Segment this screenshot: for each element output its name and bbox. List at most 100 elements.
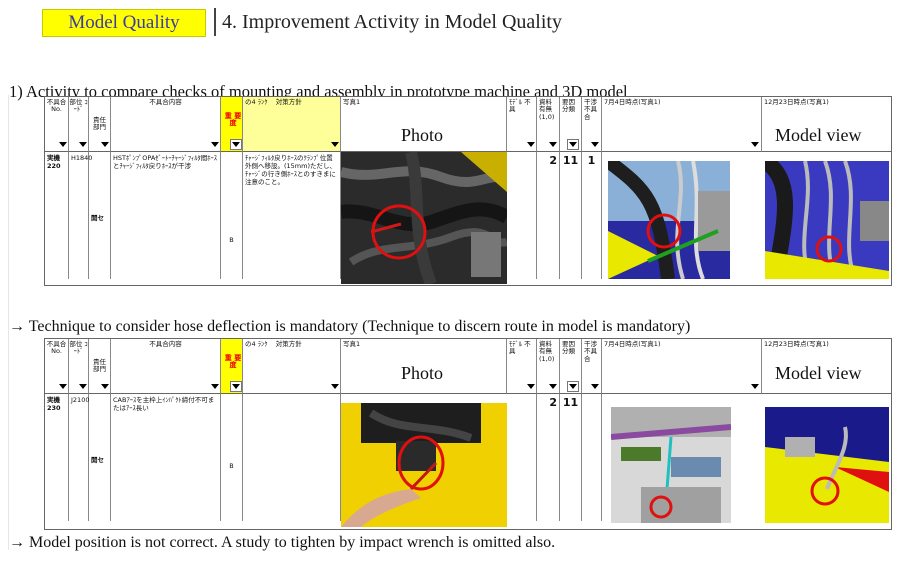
row-rank: B: [221, 152, 243, 279]
col-defect-desc: 不具合内容: [111, 97, 221, 152]
col-model-defect: ﾓﾃﾞﾙ 不具: [507, 97, 537, 152]
row-material-value: 2: [549, 396, 557, 409]
photo-label: Photo: [401, 125, 444, 145]
row-defect-no: 実機230: [45, 394, 69, 521]
row-dept-value: 開セ: [91, 214, 104, 222]
filter-dropdown[interactable]: [591, 142, 599, 147]
row-defect-no: 実機220: [45, 152, 69, 279]
filter-dropdown[interactable]: [567, 381, 579, 392]
row-material: 2: [537, 394, 560, 521]
col-defect-no: 不具合 No.: [45, 97, 69, 152]
row-trouble: 1: [582, 152, 602, 279]
row-rank: B: [221, 394, 243, 521]
col-rank: 重 要 度: [221, 97, 243, 152]
col-countermeasure: の4 ﾗﾝｸ 対策方針: [243, 339, 341, 394]
row-material-value: 2: [549, 154, 557, 167]
row-model-defect: [507, 152, 537, 279]
filter-dropdown[interactable]: [549, 142, 557, 147]
col-resp-dept: 責任 部門: [89, 339, 111, 394]
col-countermeasure: の4 ﾗﾝｸ 対策方針: [243, 97, 341, 152]
col-resp-dept: 責任 部門: [89, 97, 111, 152]
col-cause: 要因 分類: [560, 97, 582, 152]
filter-dropdown[interactable]: [101, 142, 109, 147]
col-rank-header: の4 ﾗﾝｸ: [245, 340, 268, 348]
model-view-label: Model view: [775, 125, 862, 145]
row-countermeasure: ﾁｬｰｼﾞﾌｨﾙﾀ戻りﾎｰｽのｸﾗﾝﾌﾟ位置外側へ移設。(15mm)ただし、ﾁｬ…: [243, 152, 341, 279]
col-material: 資料 有無 (1,0): [537, 339, 560, 394]
row-countermeasure: [243, 394, 341, 521]
col-photo: 写真1: [341, 339, 507, 394]
filter-dropdown[interactable]: [230, 139, 242, 150]
filter-dropdown[interactable]: [59, 142, 67, 147]
col-trouble: 干渉 不具 合: [582, 97, 602, 152]
col-rank-mark: 重 要 度: [224, 354, 242, 370]
filter-dropdown[interactable]: [101, 384, 109, 389]
row-rank-value: B: [229, 236, 234, 244]
col-rank: 重 要 度: [221, 339, 243, 394]
model-image-dec: [765, 407, 889, 523]
col-defect-desc: 不具合内容: [111, 339, 221, 394]
row-cause-value: 11: [562, 396, 579, 409]
filter-dropdown[interactable]: [549, 384, 557, 389]
row-part-code: H1840: [69, 152, 92, 279]
row-cause: 11: [560, 394, 582, 521]
col-defect-no: 不具合 No.: [45, 339, 69, 394]
category-badge: Model Quality: [42, 9, 206, 37]
col-photo: 写真1: [341, 97, 507, 152]
col-resp-dept-label: 責任 部門: [93, 358, 106, 374]
margin-line: [8, 95, 9, 550]
model-image-jul: [608, 161, 730, 279]
defect-sheet-1: 不具合 No. 部位 ｺｰﾄﾞ 責任 部門 不具合内容 重 要 度 の4 ﾗﾝｸ…: [44, 96, 892, 286]
filter-dropdown[interactable]: [230, 381, 242, 392]
model-image-jul: [611, 407, 731, 523]
col-dec-photo: 12月23日時点(写真1): [762, 339, 891, 394]
filter-dropdown[interactable]: [211, 384, 219, 389]
prototype-photo: [341, 152, 507, 284]
filter-dropdown[interactable]: [79, 142, 87, 147]
row-dept-value: 開セ: [91, 456, 104, 464]
note-hose-deflection: → Technique to consider hose deflection …: [9, 318, 691, 335]
note-model-position: → Model position is not correct. A study…: [9, 534, 556, 551]
row-model-defect: [507, 394, 537, 521]
filter-dropdown[interactable]: [527, 384, 535, 389]
photo-label: Photo: [401, 363, 444, 383]
filter-dropdown[interactable]: [331, 142, 339, 147]
slide-title: 4. Improvement Activity in Model Quality: [214, 8, 562, 36]
col-part-code: 部位 ｺｰﾄﾞ: [69, 97, 89, 152]
row-trouble-value: 1: [587, 154, 596, 167]
category-badge-label: Model Quality: [68, 12, 180, 33]
filter-dropdown[interactable]: [211, 142, 219, 147]
col-rank-mark: 重 要 度: [224, 112, 242, 128]
filter-dropdown[interactable]: [751, 142, 759, 147]
col-dec-photo: 12月23日時点(写真1): [762, 97, 891, 152]
filter-dropdown[interactable]: [59, 384, 67, 389]
col-part-code: 部位 ｺｰﾄﾞ: [69, 339, 89, 394]
row-dept: 開セ: [89, 394, 111, 521]
col-jul-photo: 7月4日時点(写真1): [602, 97, 762, 152]
col-resp-dept-label: 責任 部門: [93, 116, 106, 132]
row-cause-value: 11: [562, 154, 579, 167]
row-dept: 開セ: [89, 152, 111, 279]
filter-dropdown[interactable]: [591, 384, 599, 389]
col-countermeasure-label: 対策方針: [275, 98, 302, 106]
filter-dropdown[interactable]: [79, 384, 87, 389]
row-material: 2: [537, 152, 560, 279]
col-countermeasure-label: 対策方針: [275, 340, 302, 348]
filter-dropdown[interactable]: [331, 384, 339, 389]
col-jul-photo: 7月4日時点(写真1): [602, 339, 762, 394]
col-material: 資料 有無 (1,0): [537, 97, 560, 152]
col-model-defect: ﾓﾃﾞﾙ 不具: [507, 339, 537, 394]
row-trouble: [582, 394, 602, 521]
col-rank-header: の4 ﾗﾝｸ: [245, 98, 268, 106]
row-defect-desc: CABｱｰｽを主枠上ｲﾝﾊﾟｸﾄ締付不可またはｱｰｽ長い: [111, 394, 221, 521]
row-cause: 11: [560, 152, 582, 279]
defect-sheet-2: 不具合 No. 部位 ｺｰﾄﾞ 責任 部門 不具合内容 重 要 度 の4 ﾗﾝｸ…: [44, 338, 892, 530]
filter-dropdown[interactable]: [567, 139, 579, 150]
filter-dropdown[interactable]: [751, 384, 759, 389]
col-cause: 要因 分類: [560, 339, 582, 394]
model-view-label: Model view: [775, 363, 862, 383]
model-image-dec: [765, 161, 889, 279]
prototype-photo: [341, 403, 507, 527]
row-defect-desc: HSTﾎﾟﾝﾌﾟOPAｾﾞｰﾄｰﾁｬｰｼﾞﾌｨﾙﾀ間ﾎｰｽとﾁｬｰｼﾞﾌｨﾙﾀ戻…: [111, 152, 221, 279]
filter-dropdown[interactable]: [527, 142, 535, 147]
